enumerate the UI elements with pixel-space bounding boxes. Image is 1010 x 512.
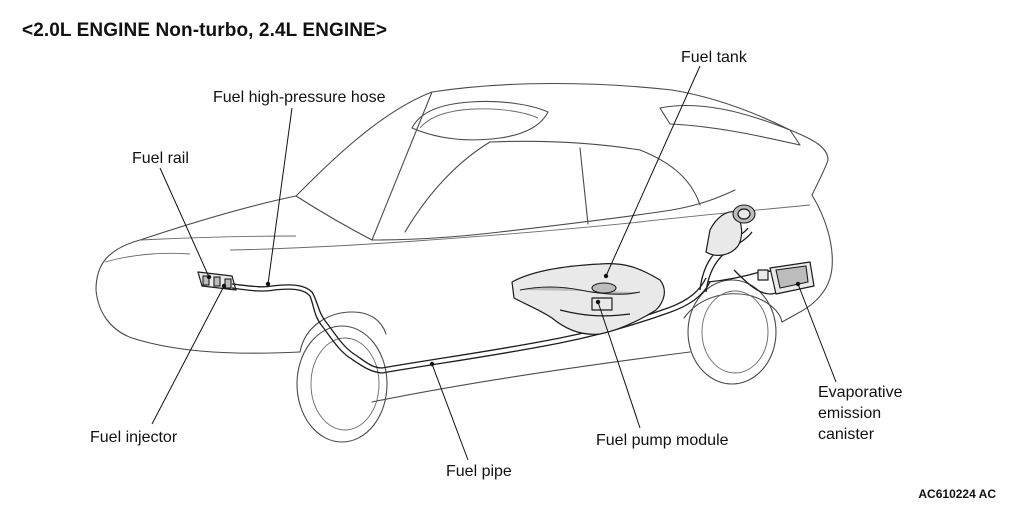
- fuel-rail-assembly: [197, 271, 237, 291]
- car-body-outline: [95, 82, 833, 403]
- label-evaporative-line-2: emission: [818, 405, 882, 422]
- evaporative-canister: [757, 261, 815, 295]
- label-evaporative-line-1: Evaporative: [818, 384, 903, 401]
- label-fuel-pipe: Fuel pipe: [446, 463, 512, 480]
- label-fuel-injector: Fuel injector: [90, 429, 178, 446]
- label-fuel-high-pressure-hose: Fuel high-pressure hose: [213, 89, 386, 106]
- label-fuel-tank: Fuel tank: [681, 49, 747, 66]
- label-fuel-pump-module: Fuel pump module: [596, 432, 729, 449]
- leader-lines: [151, 65, 837, 461]
- front-wheel: [296, 325, 388, 443]
- fuel-tank: [511, 263, 665, 335]
- reference-code: AC610224 AC: [918, 487, 996, 501]
- rear-wheel: [687, 279, 777, 385]
- diagram-title: <2.0L ENGINE Non-turbo, 2.4L ENGINE>: [22, 20, 388, 41]
- label-evaporative-line-3: canister: [818, 426, 875, 443]
- filler-neck: [705, 204, 756, 256]
- label-fuel-rail: Fuel rail: [132, 150, 189, 167]
